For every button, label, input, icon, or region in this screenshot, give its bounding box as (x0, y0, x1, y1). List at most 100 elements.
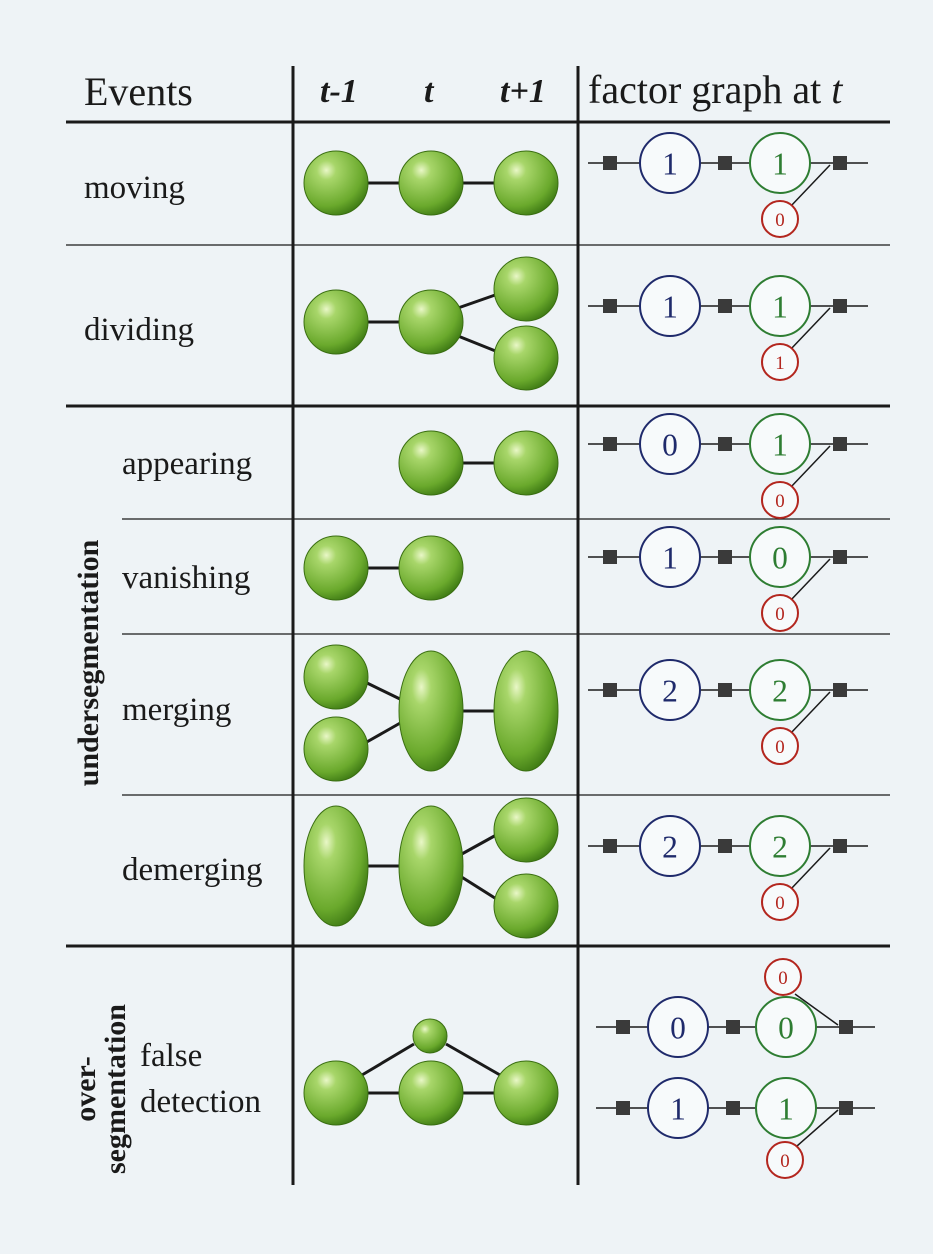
factor-square (718, 299, 732, 313)
factor-square (718, 839, 732, 853)
cell (493, 650, 559, 772)
red-node-label: 0 (775, 737, 784, 758)
factor-square (603, 683, 617, 697)
factor-connector (794, 993, 839, 1026)
blue-node (639, 659, 701, 721)
header-factor-graph-prefix: factor graph at (588, 67, 822, 112)
cell (398, 535, 464, 601)
factor-square (833, 299, 847, 313)
link (361, 1042, 415, 1077)
blue-node-label: 1 (662, 540, 678, 575)
red-node (764, 958, 802, 996)
red-node-label: 0 (775, 893, 784, 914)
row-label-merging: merging (122, 692, 232, 728)
cell (398, 150, 464, 216)
cell (398, 805, 464, 927)
factor-square (603, 839, 617, 853)
green-node-label: 1 (772, 289, 788, 324)
cell (493, 256, 559, 322)
cell (398, 1060, 464, 1126)
cell-illustrations (303, 150, 559, 1126)
factor-connector (789, 847, 831, 891)
factor-square (839, 1101, 853, 1115)
red-node (761, 343, 799, 381)
factor-square (726, 1101, 740, 1115)
green-node-label: 0 (772, 540, 788, 575)
red-node-label: 0 (775, 491, 784, 512)
cell (398, 650, 464, 772)
red-node (761, 481, 799, 519)
factor-square (833, 839, 847, 853)
link (459, 832, 499, 857)
blue-node (639, 526, 701, 588)
factor-square (718, 683, 732, 697)
cell (493, 797, 559, 863)
row-label-demerging: demerging (122, 852, 263, 888)
red-node (761, 727, 799, 765)
cell (303, 805, 369, 927)
header-factor-graph: factor graph at t (588, 70, 842, 110)
red-node (761, 594, 799, 632)
factor-square (726, 1020, 740, 1034)
factor-connector (789, 558, 831, 602)
red-node (766, 1141, 804, 1179)
green-node (749, 526, 811, 588)
green-node-label: 2 (772, 829, 788, 864)
cell (303, 644, 369, 710)
green-node-label: 1 (772, 146, 788, 181)
cell (493, 430, 559, 496)
blue-node (639, 815, 701, 877)
factor-square (833, 550, 847, 564)
cell (493, 325, 559, 391)
factor-connector (789, 445, 831, 489)
green-node (749, 132, 811, 194)
link (457, 334, 499, 354)
factor-square (718, 437, 732, 451)
cell (493, 150, 559, 216)
blue-node-label: 1 (670, 1091, 686, 1126)
link (459, 874, 499, 902)
red-node (761, 200, 799, 238)
blue-node-label: 0 (670, 1010, 686, 1045)
factor-connector (789, 691, 831, 735)
row-label-false: false (140, 1038, 203, 1074)
green-node-label: 1 (778, 1091, 794, 1126)
green-node-label: 2 (772, 673, 788, 708)
red-node-label: 0 (775, 604, 784, 625)
green-node (749, 275, 811, 337)
red-node-label: 0 (778, 968, 787, 989)
factor-connector (789, 164, 831, 208)
cell (398, 430, 464, 496)
factor-square (839, 1020, 853, 1034)
blue-node-label: 2 (662, 829, 678, 864)
factor-square (616, 1101, 630, 1115)
factor-square (603, 550, 617, 564)
cell (398, 289, 464, 355)
blue-node-label: 2 (662, 673, 678, 708)
link (457, 292, 499, 310)
factor-square (718, 156, 732, 170)
row-label-dividing: dividing (84, 312, 195, 348)
link (364, 720, 403, 745)
blue-node-label: 1 (662, 289, 678, 324)
green-node-label: 0 (778, 1010, 794, 1045)
link (364, 680, 403, 702)
green-node-label: 1 (772, 427, 788, 462)
factor-square (603, 437, 617, 451)
header-t-plus-1: t+1 (500, 73, 546, 110)
cell (303, 535, 369, 601)
row-label-moving: moving (84, 170, 185, 206)
factor-square (833, 683, 847, 697)
factor-square (603, 299, 617, 313)
red-node-label: 0 (775, 210, 784, 231)
link (445, 1042, 501, 1077)
red-node-label: 0 (780, 1151, 789, 1172)
cell-small (412, 1018, 448, 1054)
factor-square (833, 437, 847, 451)
blue-node-label: 1 (662, 146, 678, 181)
factor-connector (796, 1109, 839, 1147)
cell (303, 289, 369, 355)
factor-square (718, 550, 732, 564)
